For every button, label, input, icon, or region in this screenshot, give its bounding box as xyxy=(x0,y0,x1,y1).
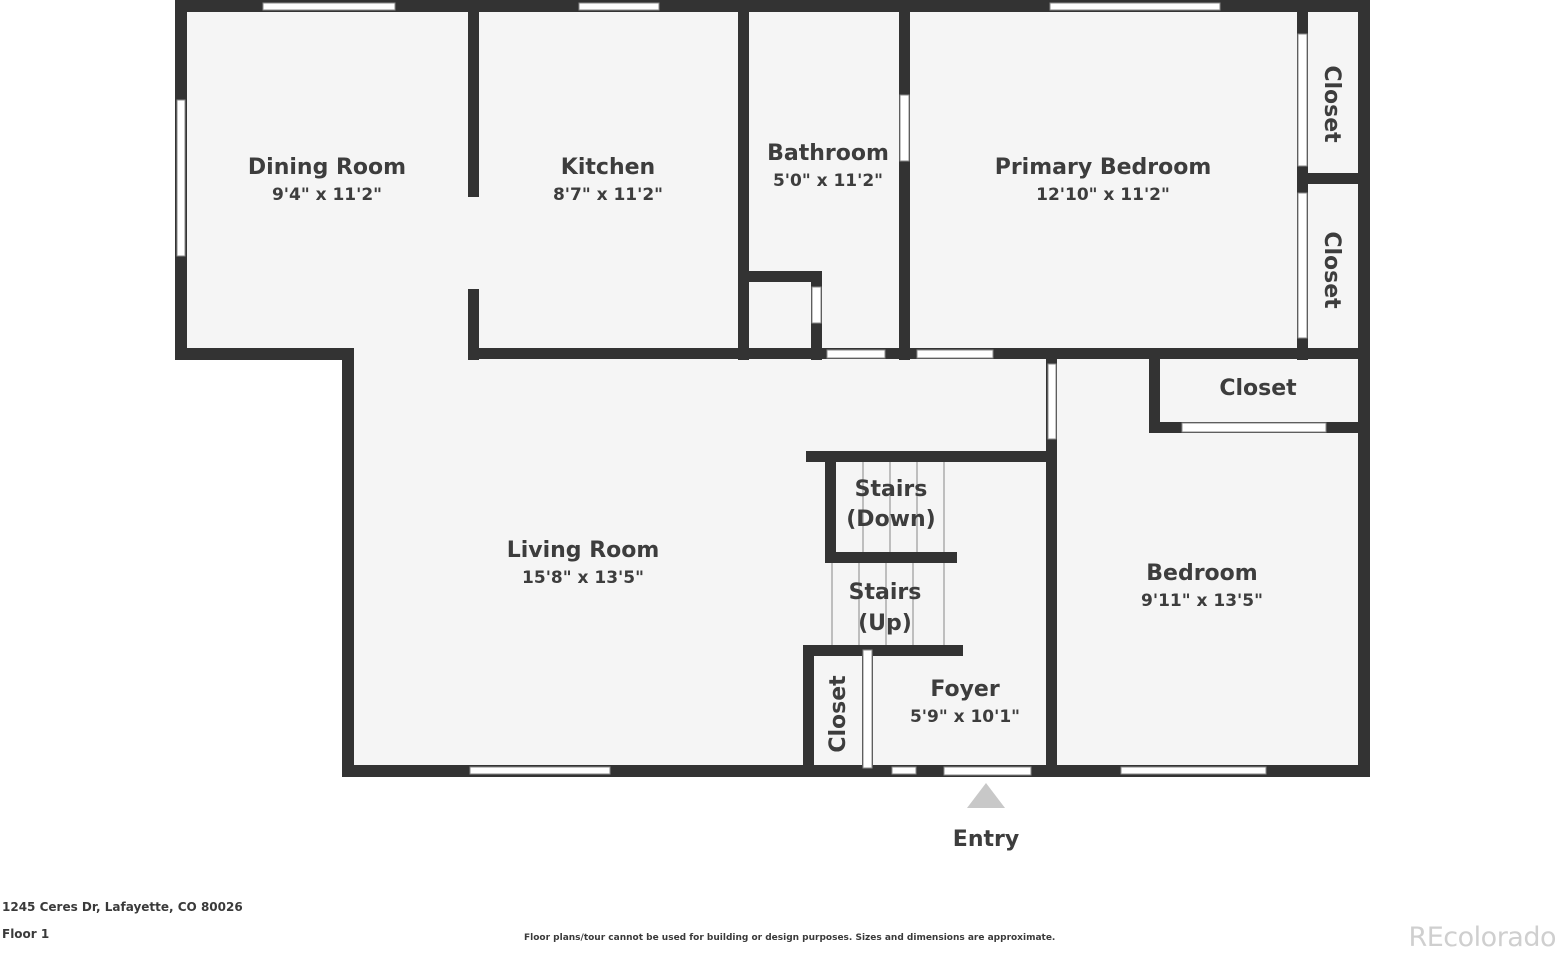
living-room-name: Living Room xyxy=(507,538,660,563)
floor-area xyxy=(180,5,1365,772)
bathroom-name: Bathroom xyxy=(767,141,889,166)
windows xyxy=(176,2,1267,775)
entry-arrow-icon xyxy=(967,783,1005,808)
stairs-up-sublabel: (Up) xyxy=(858,611,912,636)
bathroom-dims: 5'0" x 11'2" xyxy=(773,171,883,191)
primary-bedroom-name: Primary Bedroom xyxy=(995,155,1212,180)
primary-closet-1-label: Closet xyxy=(1319,65,1344,143)
bedroom-closet-label: Closet xyxy=(1219,376,1297,401)
brand-watermark: REcolorado xyxy=(1408,922,1556,953)
stairs-up-label: Stairs xyxy=(849,580,922,605)
bedroom-name: Bedroom xyxy=(1146,561,1257,586)
disclaimer-text: Floor plans/tour cannot be used for buil… xyxy=(524,933,1056,943)
primary-bedroom-dims: 12'10" x 11'2" xyxy=(1036,185,1170,205)
primary-closet-2-label: Closet xyxy=(1319,231,1344,309)
foyer-dims: 5'9" x 10'1" xyxy=(910,707,1020,727)
foyer-closet-label: Closet xyxy=(826,675,851,753)
stairs-treads xyxy=(831,462,945,645)
bedroom-dims: 9'11" x 13'5" xyxy=(1141,591,1263,611)
property-address: 1245 Ceres Dr, Lafayette, CO 80026 xyxy=(2,900,243,914)
dining-room-name: Dining Room xyxy=(248,155,406,180)
floor-label: Floor 1 xyxy=(2,927,50,941)
kitchen-dims: 8'7" x 11'2" xyxy=(553,185,663,205)
door-openings xyxy=(811,33,1327,776)
stairs-down-label: Stairs xyxy=(855,477,928,502)
foyer-name: Foyer xyxy=(930,677,1000,702)
entry-label: Entry xyxy=(953,827,1019,852)
dining-room-dims: 9'4" x 11'2" xyxy=(272,185,382,205)
living-room-dims: 15'8" x 13'5" xyxy=(522,568,644,588)
stairs-down-sublabel: (Down) xyxy=(846,507,935,532)
kitchen-name: Kitchen xyxy=(561,155,655,180)
